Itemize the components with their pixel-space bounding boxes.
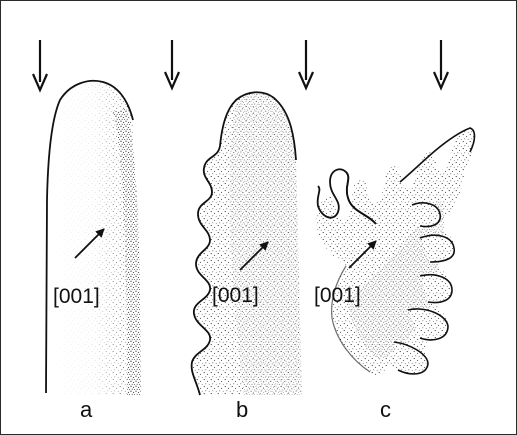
direction-label-a: [001] bbox=[53, 285, 100, 308]
panel-label-a: a bbox=[80, 397, 93, 422]
down-arrow-icon bbox=[165, 40, 179, 88]
panel-a-dendrite: [001] a bbox=[45, 81, 134, 422]
panel-label-b: b bbox=[236, 397, 248, 422]
down-arrow-icon bbox=[299, 40, 313, 88]
down-arrow-icon bbox=[33, 40, 47, 90]
direction-label-b: [001] bbox=[212, 284, 259, 307]
panel-label-c: c bbox=[380, 397, 391, 422]
direction-label-c: [001] bbox=[314, 284, 361, 307]
panel-b-dendrite: [001] b bbox=[192, 92, 302, 422]
down-arrow-icon bbox=[434, 40, 448, 88]
panel-c-dendrite: [001] c bbox=[314, 128, 475, 422]
